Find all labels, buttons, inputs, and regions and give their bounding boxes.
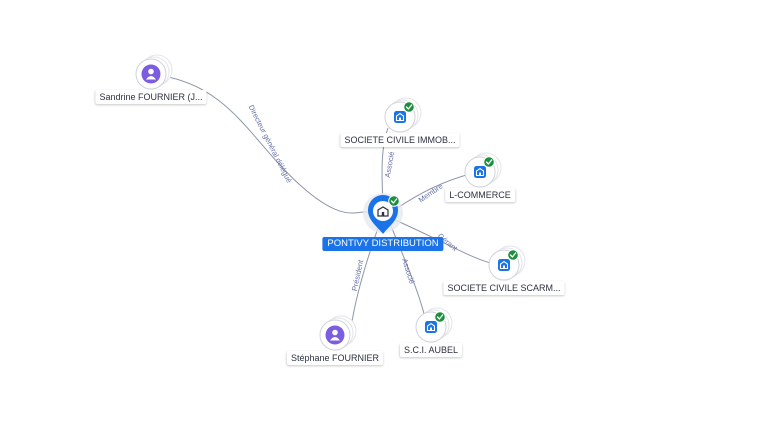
person-icon-head (332, 329, 338, 336)
building-icon-shape (475, 167, 485, 177)
building-icon-shape (377, 206, 389, 217)
building-icon-door (430, 327, 432, 331)
node-center[interactable] (363, 193, 403, 234)
edge-label: Associé (400, 257, 417, 285)
node-sandrine[interactable] (135, 54, 173, 90)
building-icon-bg (425, 321, 437, 333)
verified-check-mark (390, 198, 398, 204)
building-icon-bg (394, 111, 406, 123)
verified-check-bg (388, 195, 400, 207)
verified-check-icon (388, 195, 400, 207)
building-icon-bg (474, 166, 486, 178)
verified-check-icon (483, 156, 495, 168)
node-label[interactable]: S.C.I. AUBEL (399, 343, 463, 357)
building-icon-door (381, 212, 385, 216)
edge-sci_scarm-to-center (394, 219, 495, 265)
person-icon (325, 325, 345, 345)
main-node-label[interactable]: PONTIVY DISTRIBUTION (322, 237, 444, 251)
building-icon-shape (395, 112, 405, 122)
verified-check-bg (483, 156, 495, 168)
node-sci_immob[interactable] (384, 97, 422, 133)
node-aubel[interactable] (415, 307, 453, 343)
person-icon (141, 64, 161, 84)
node-label[interactable]: SOCIETE CIVILE SCARM... (443, 281, 565, 295)
building-icon (394, 111, 406, 123)
node-label[interactable]: Sandrine FOURNIER (J... (95, 90, 207, 104)
node-lcommerce[interactable] (464, 152, 502, 188)
verified-check-mark (405, 104, 413, 110)
building-icon (498, 259, 510, 271)
building-icon-door (479, 172, 481, 176)
building-icon (474, 166, 486, 178)
node-label[interactable]: L-COMMERCE (445, 188, 515, 202)
building-icon-door (503, 265, 505, 269)
node-label[interactable]: SOCIETE CIVILE IMMOB... (340, 133, 460, 147)
edge-lcommerce-to-center (395, 173, 471, 210)
node-sci_scarm[interactable] (488, 245, 526, 281)
verified-check-mark (436, 314, 444, 320)
edge-label: Directeur général délégué (247, 103, 294, 184)
verified-check-icon (403, 101, 415, 113)
building-icon-shape (426, 322, 436, 332)
edge-label: Membre (417, 181, 445, 204)
building-icon-door (399, 117, 401, 121)
building-icon (425, 321, 437, 333)
person-icon-head (148, 68, 154, 75)
building-icon-bg (498, 259, 510, 271)
verified-check-mark (485, 159, 493, 165)
verified-check-icon (507, 249, 519, 261)
edge-aubel-to-center (390, 225, 426, 319)
person-icon-body (146, 76, 156, 80)
verified-check-bg (434, 311, 446, 323)
verified-check-bg (507, 249, 519, 261)
person-icon-body (330, 337, 340, 341)
edge-label: Associé (383, 151, 396, 178)
building-icon-shape (499, 260, 509, 270)
node-stephane[interactable] (319, 315, 357, 351)
verified-check-bg (403, 101, 415, 113)
node-label[interactable]: Stéphane FOURNIER (286, 351, 384, 365)
verified-check-mark (509, 252, 517, 258)
verified-check-icon (434, 311, 446, 323)
building-icon (377, 206, 389, 217)
